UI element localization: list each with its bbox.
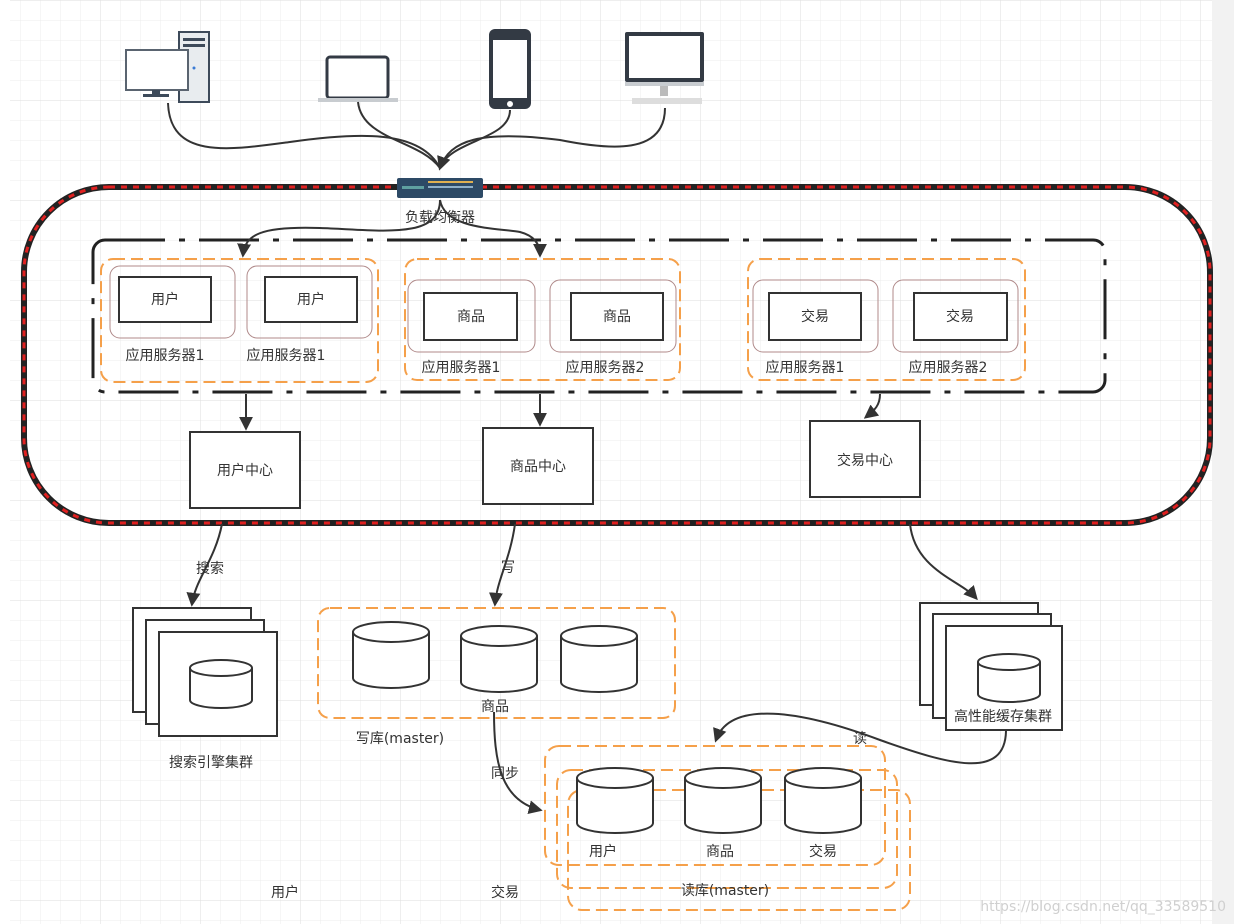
imac-icon — [625, 32, 704, 104]
search-arrow — [186, 523, 223, 607]
database-icon — [560, 625, 638, 693]
server-name: 交易 — [801, 308, 829, 325]
cache-cluster-label: 高性能缓存集群 — [954, 708, 1052, 725]
server-name: 商品 — [457, 309, 485, 325]
watermark: https://blog.csdn.net/qq_33589510 — [980, 899, 1226, 915]
network-switch-icon — [397, 178, 483, 198]
read-edge-label: 读 — [853, 730, 867, 747]
app-tier-boundary — [91, 238, 1107, 394]
write-edge-label: 写 — [501, 560, 515, 576]
write-db-label: 写库(master) — [356, 731, 444, 747]
desktop-tower-icon — [125, 31, 210, 103]
server-label: 应用服务器1 — [126, 347, 205, 364]
app-group-product: 商品 商品 应用服务器1 应用服务器2 — [404, 258, 681, 381]
database-icon — [460, 625, 538, 693]
server-name: 交易 — [946, 308, 974, 325]
server-label: 应用服务器1 — [422, 359, 501, 376]
trade-center-label: 交易中心 — [837, 452, 893, 469]
write-db-name: 商品 — [481, 699, 509, 715]
app-group-user: 用户 用户 应用服务器1 应用服务器1 — [100, 258, 379, 383]
app-group-trade: 交易 交易 应用服务器1 应用服务器2 — [747, 258, 1026, 381]
database-icon — [977, 653, 1041, 703]
server-box[interactable] — [570, 292, 664, 341]
database-icon — [189, 659, 253, 709]
database-icon — [352, 621, 430, 689]
product-center-label: 商品中心 — [510, 459, 566, 475]
search-engine-cluster — [132, 607, 278, 737]
stray-label-user: 用户 — [271, 884, 299, 901]
read-db-label: 读库(master) — [681, 882, 769, 899]
smartphone-icon — [489, 29, 531, 109]
user-center-label: 用户中心 — [217, 462, 273, 479]
scrollbar-track[interactable] — [1212, 0, 1234, 924]
search-cluster-label: 搜索引擎集群 — [169, 754, 253, 771]
server-label: 应用服务器2 — [566, 359, 645, 376]
lb-to-user-arrow — [237, 199, 441, 258]
search-edge-label: 搜索 — [196, 560, 224, 577]
cache-cluster — [919, 602, 1063, 731]
server-box[interactable] — [423, 292, 518, 341]
database-icon — [784, 767, 862, 834]
write-db-group — [317, 607, 676, 719]
write-arrow — [488, 523, 516, 607]
stray-label-trade: 交易 — [491, 884, 519, 901]
write-db-cylinders — [352, 621, 638, 693]
server-box[interactable] — [118, 276, 212, 323]
sync-edge-label: 同步 — [491, 766, 519, 782]
server-box[interactable] — [768, 292, 862, 341]
server-label: 应用服务器1 — [247, 347, 326, 364]
product-center-box[interactable] — [482, 427, 594, 505]
read-db-group-1 — [544, 745, 886, 866]
database-icon — [576, 767, 654, 834]
server-label: 应用服务器2 — [909, 359, 988, 376]
cache-arrow — [909, 523, 978, 601]
read-db-group-3 — [567, 789, 911, 911]
laptop-icon — [318, 55, 398, 102]
server-name: 用户 — [297, 291, 325, 308]
server-label: 应用服务器1 — [766, 359, 845, 376]
read-db-name: 商品 — [706, 844, 734, 860]
to-trade-center-arrow — [863, 393, 881, 419]
server-box[interactable] — [264, 276, 358, 323]
cluster-boundary-red-dash — [22, 185, 1212, 525]
trade-center-box[interactable] — [809, 420, 921, 498]
sync-arrow — [493, 711, 543, 815]
user-center-box[interactable] — [189, 431, 301, 509]
load-balancer-label: 负载均衡器 — [405, 210, 475, 226]
read-db-name: 用户 — [589, 843, 617, 860]
read-db-name: 交易 — [809, 843, 837, 860]
read-arrow — [713, 712, 1007, 765]
server-box[interactable] — [913, 292, 1008, 341]
server-name: 商品 — [603, 309, 631, 325]
client-connections — [167, 101, 666, 171]
database-icon — [684, 767, 762, 834]
read-db-cylinders — [576, 767, 862, 834]
lb-to-product-arrow — [439, 199, 547, 258]
server-name: 用户 — [151, 291, 179, 308]
